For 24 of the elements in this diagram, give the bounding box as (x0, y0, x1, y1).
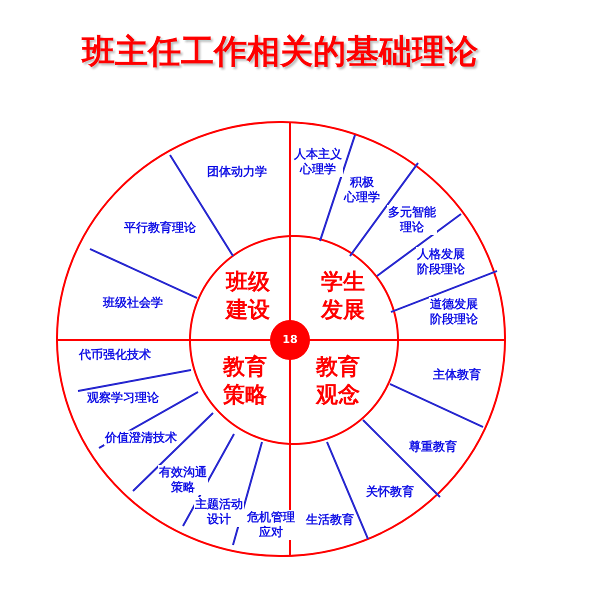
sector-label: 主题活动设计 (194, 497, 244, 527)
number-badge: 18 (270, 320, 310, 360)
sector-label: 价值澄清技术 (104, 430, 178, 446)
sector-label: 生活教育 (305, 512, 355, 528)
sector-label: 有效沟通策略 (158, 465, 208, 495)
sector-label: 人格发展阶段理论 (416, 247, 466, 277)
sector-label: 观察学习理论 (86, 390, 160, 406)
title: 班主任工作相关的基础理论 (82, 30, 478, 72)
category-label: 教育观念 (316, 354, 360, 410)
category-label: 学生发展 (321, 269, 365, 325)
category-label: 教育策略 (223, 354, 267, 410)
sector-label: 团体动力学 (206, 164, 268, 180)
sector-label: 代币强化技术 (78, 348, 152, 362)
sector-label: 班级社会学 (102, 296, 164, 310)
category-label: 班级建设 (226, 269, 270, 325)
sector-label: 主体教育 (432, 368, 482, 382)
sector-label: 危机管理应对 (246, 510, 296, 540)
sector-label: 尊重教育 (408, 440, 458, 454)
sector-label: 多元智能理论 (387, 205, 437, 235)
sector-label: 道德发展阶段理论 (429, 297, 479, 327)
sector-label: 关怀教育 (365, 484, 415, 500)
sector-label: 积极心理学 (343, 175, 381, 205)
sector-label: 平行教育理论 (123, 220, 197, 236)
sector-label: 人本主义心理学 (293, 147, 343, 177)
